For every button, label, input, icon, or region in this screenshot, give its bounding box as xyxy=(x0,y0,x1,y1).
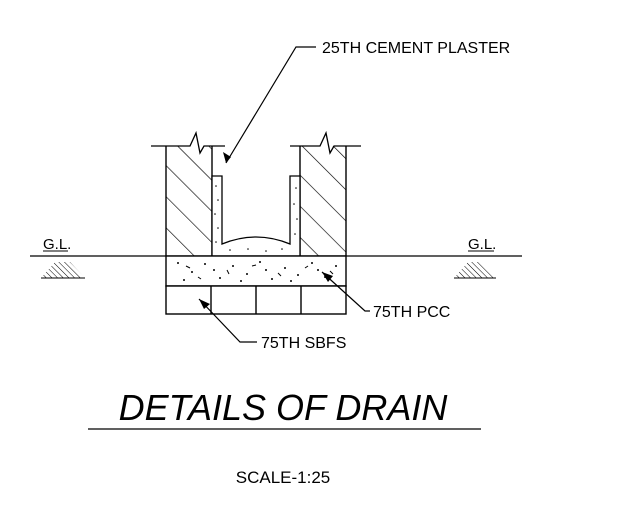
pcc-layer xyxy=(165,255,347,287)
cement-plaster-lining xyxy=(211,175,301,257)
drawing-title: DETAILS OF DRAIN xyxy=(119,387,449,428)
gl-label-right: G.L. xyxy=(468,236,496,253)
soil-hatch-right xyxy=(454,262,496,278)
label-cement-plaster: 25TH CEMENT PLASTER xyxy=(322,40,510,57)
drawing-scale: SCALE-1:25 xyxy=(236,468,331,487)
gl-marker-left: G.L. xyxy=(41,236,85,279)
leader-pcc: 75TH PCC xyxy=(321,271,450,321)
label-pcc: 75TH PCC xyxy=(373,304,450,321)
break-line-left xyxy=(151,130,225,155)
right-wall xyxy=(290,130,361,256)
soil-hatch-left xyxy=(41,262,85,278)
break-line-right xyxy=(290,130,361,155)
gl-label-left: G.L. xyxy=(43,236,71,253)
sbfs-layer xyxy=(165,285,347,315)
label-sbfs: 75TH SBFS xyxy=(261,335,346,352)
gl-marker-right: G.L. xyxy=(454,236,496,279)
leader-cement-plaster: 25TH CEMENT PLASTER xyxy=(223,40,510,164)
leader-sbfs: 75TH SBFS xyxy=(198,298,346,352)
